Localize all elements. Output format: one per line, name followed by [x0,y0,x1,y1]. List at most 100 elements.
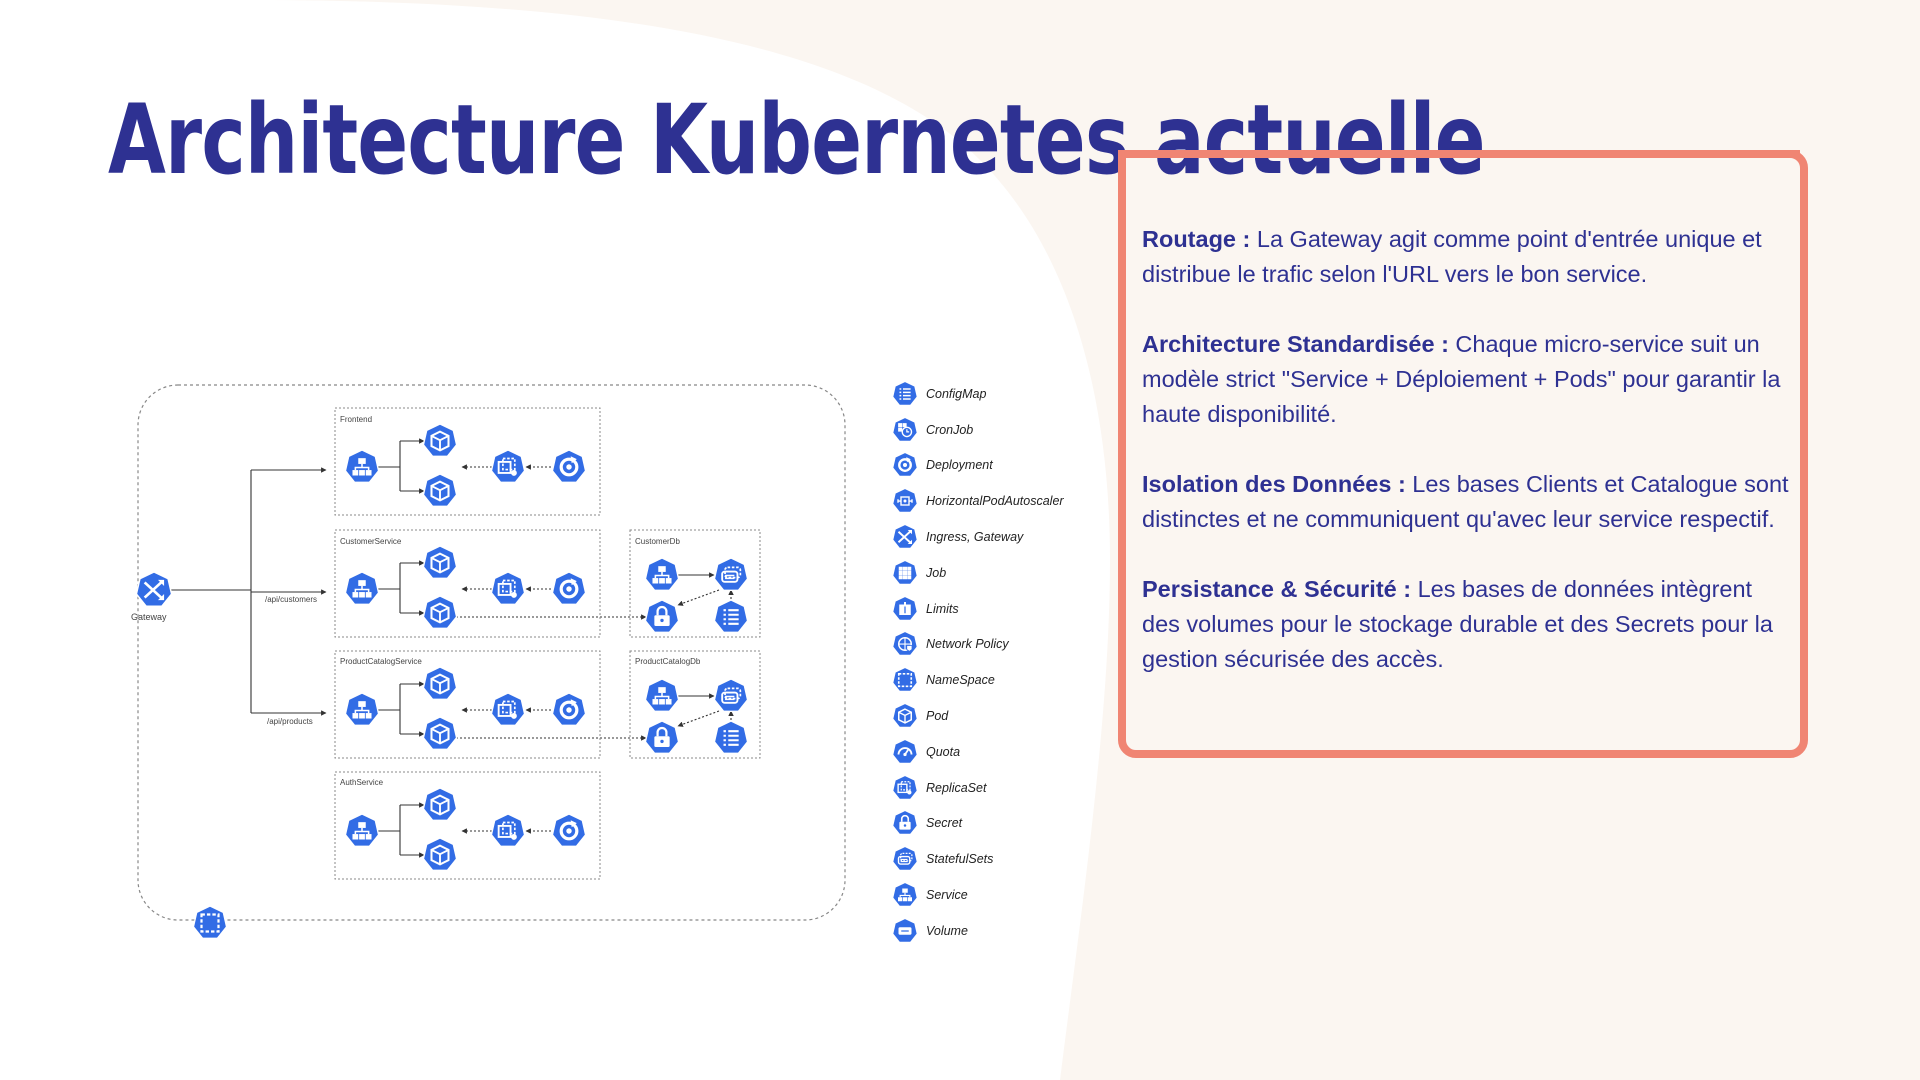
deployment-icon [551,813,587,847]
paragraph-label: Architecture Standardisée : [1142,331,1449,357]
deployment-icon [551,449,587,483]
replicaset-icon [490,813,526,847]
service-icon [344,692,380,726]
secret-icon [644,720,680,754]
network-policy-icon [892,631,918,657]
group-box [629,529,761,638]
paragraph-label: Persistance & Sécurité : [1142,576,1412,602]
legend-label: Ingress, Gateway [926,530,1024,545]
legend-item: Volume [892,913,1112,949]
legend-label: Secret [926,816,963,831]
legend-item: Network Policy [892,627,1112,663]
namespace-boundary [137,384,846,921]
service-icon [644,557,680,591]
ingress-icon [135,571,173,607]
replicaset-icon [892,774,918,800]
group-box [334,650,601,759]
namespace-icon [892,667,918,693]
legend-item: Secret [892,806,1112,842]
paragraph-text: Les bases de données intègrent des volum… [1142,576,1773,672]
legend-label: Quota [926,744,961,759]
service-icon [344,571,380,605]
statefulset-icon [892,846,918,872]
secret-icon [644,599,680,633]
paragraph-isolation: Isolation des Données : Les bases Client… [1142,467,1792,537]
paragraph-routage: Routage : La Gateway agit comme point d'… [1142,222,1792,292]
statefulset-icon [713,557,749,591]
job-icon [892,559,918,585]
statefulset-icon [713,678,749,712]
legend-label: Job [926,565,947,580]
legend-item: NameSpace [892,662,1112,698]
legend-item: Ingress, Gateway [892,519,1112,555]
group-label-customerservice: CustomerService [340,537,402,546]
legend-item: Quota [892,734,1112,770]
group-box [334,529,601,638]
secret-icon [892,810,918,836]
service-icon [344,449,380,483]
group-box [629,650,761,759]
legend-label: Pod [926,709,949,724]
ingress-icon [892,524,918,549]
namespace-icon [192,905,228,939]
configmap-icon [892,380,918,406]
gateway-label: Gateway [131,612,167,622]
paragraph-text: Chaque micro-service suit un modèle stri… [1142,331,1781,427]
legend-item: StatefulSets [892,841,1112,877]
replicaset-icon [490,692,526,726]
volume-icon [892,917,918,943]
legend: ConfigMap CronJob Deployment HorizontalP… [892,376,1112,949]
legend-item: Job [892,555,1112,591]
pod-icon [892,703,918,728]
hpa-icon [892,488,918,514]
connector-line [677,589,720,606]
quota-icon [892,738,918,764]
group-label-productcatalogdb: ProductCatalogDb [635,657,701,666]
legend-item: ReplicaSet [892,770,1112,806]
service-icon [344,813,380,847]
paragraph-text: La Gateway agit comme point d'entrée uni… [1142,226,1762,287]
legend-label: StatefulSets [926,852,994,867]
replicaset-icon [490,571,526,605]
deployment-icon [551,571,587,605]
pod-icon [422,787,458,821]
diagram-nodes [135,423,749,939]
route-label: /api/products [267,717,313,726]
deployment-icon [892,452,918,478]
paragraph-persistance: Persistance & Sécurité : Les bases de do… [1142,572,1792,677]
legend-label: ConfigMap [926,386,987,401]
legend-item: ConfigMap [892,376,1112,412]
route-label: /api/customers [265,595,317,604]
diagram-groups [334,407,761,880]
paragraph-architecture: Architecture Standardisée : Chaque micro… [1142,327,1792,432]
legend-label: HorizontalPodAutoscaler [926,494,1064,509]
group-label-frontend: Frontend [340,415,372,424]
info-panel-border [1118,150,1808,758]
paragraph-label: Routage : [1142,226,1251,252]
legend-label: NameSpace [926,673,995,688]
cronjob-icon [892,416,918,442]
group-label-customerdb: CustomerDb [635,537,680,546]
diagram-texts: Gateway /api/customers /api/products Fro… [131,415,701,787]
group-box [334,407,601,516]
legend-label: Network Policy [926,637,1009,652]
paragraph-text: Les bases Clients et Catalogue sont dist… [1142,471,1789,532]
pod-icon [422,666,458,700]
legend-item: Service [892,877,1112,913]
diagram-connectors [167,438,734,858]
legend-label: Limits [926,601,959,616]
paragraph-label: Isolation des Données : [1142,471,1406,497]
deployment-icon [551,692,587,726]
legend-label: Volume [926,923,968,938]
legend-item: Limits [892,591,1112,627]
legend-label: Service [926,888,968,903]
kubernetes-architecture-diagram: Gateway /api/customers /api/products Fro… [131,384,846,939]
legend-item: Deployment [892,448,1112,484]
legend-item: CronJob [892,412,1112,448]
legend-item: HorizontalPodAutoscaler [892,483,1112,519]
legend-label: ReplicaSet [926,780,987,795]
pod-icon [422,595,458,629]
replicaset-icon [490,449,526,483]
legend-item: Pod [892,698,1112,734]
